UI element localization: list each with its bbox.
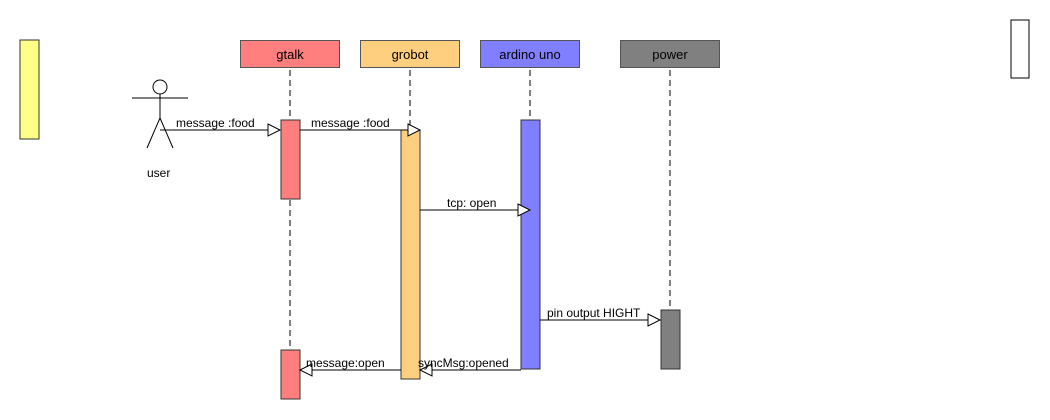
gtalk-activation-1: [280, 119, 301, 200]
grobot-activation: [400, 129, 421, 380]
message-label: message :food: [311, 116, 390, 130]
message-label: message :food: [176, 116, 255, 130]
message-label: message:open: [306, 356, 385, 370]
message-label: syncMsg:opened: [418, 356, 509, 370]
message-arrow: [540, 313, 662, 327]
gtalk-header: gtalk: [240, 40, 340, 68]
power-header: power: [620, 40, 720, 68]
message-arrow: [160, 123, 282, 137]
yellow-note-shape: [19, 39, 40, 140]
empty-box-shape: [1010, 19, 1030, 79]
message-arrow: [300, 123, 422, 137]
ardino-uno-header: ardino uno: [480, 40, 580, 68]
power-activation: [660, 309, 681, 370]
gtalk-activation-2: [280, 349, 301, 400]
message-arrow: [418, 363, 521, 377]
message-label: pin output HIGHT: [547, 306, 641, 320]
message-arrow: [420, 203, 532, 217]
grobot-header: grobot: [360, 40, 460, 68]
message-arrow: [298, 363, 401, 377]
ardino-activation: [520, 119, 541, 370]
user-actor-label: user: [147, 166, 171, 180]
message-label: tcp: open: [447, 196, 497, 210]
user-actor-figure: [132, 79, 188, 149]
